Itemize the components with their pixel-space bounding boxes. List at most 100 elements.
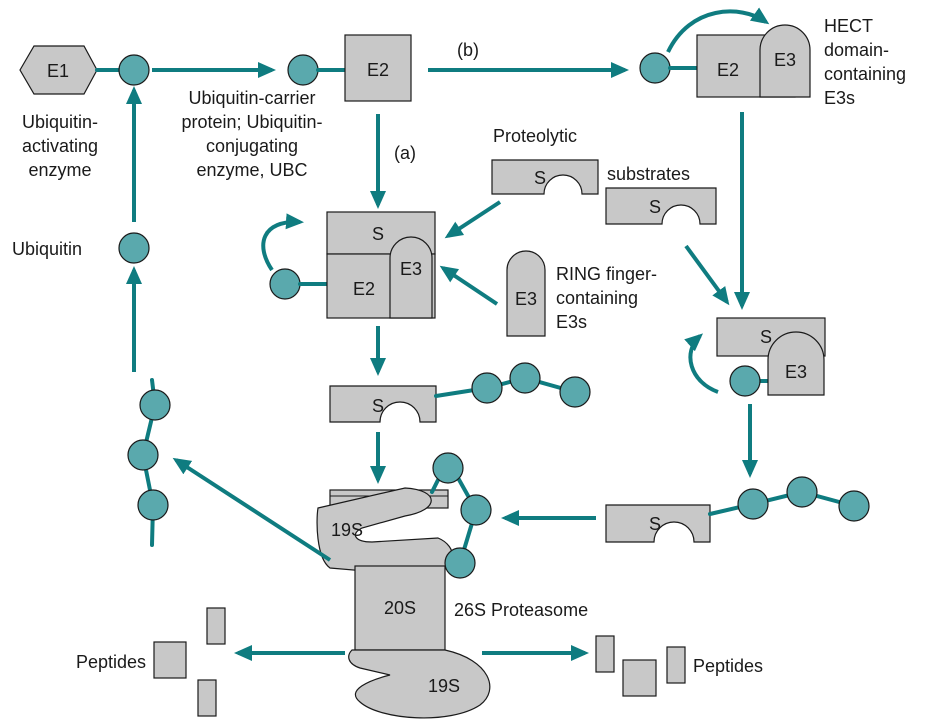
e2-desc-line1: Ubiquitin-carrier: [188, 88, 315, 108]
substrate-2: S: [605, 187, 717, 225]
peptides-right: Peptides: [595, 635, 763, 697]
hect-complex: S E3: [716, 317, 826, 397]
ring-complex-e3-label: E3: [400, 259, 422, 279]
e2-desc-line2: protein; Ubiquitin-: [181, 112, 322, 132]
ring-complex-e3: [389, 236, 433, 319]
proteasome-26s: 19S 20S 19S: [316, 452, 492, 719]
substrate-1-shape: [491, 159, 599, 195]
ring-transfer-arrow: [261, 213, 304, 272]
hect-desc-line3: containing: [824, 64, 906, 84]
e1-desc-line3: enzyme: [28, 160, 91, 180]
path-b-label: (b): [457, 40, 479, 60]
ring-complex-ubiquitin: [269, 268, 301, 300]
proteasome-ubiquitin-1: [432, 452, 464, 484]
released-ubiquitin-1: [139, 389, 171, 421]
hect-complex-e3-label: E3: [785, 362, 807, 382]
hect-desc-line2: domain-: [824, 40, 889, 60]
ring-desc-line1: RING finger-: [556, 264, 657, 284]
polyub-substrate-right: S: [605, 476, 870, 543]
e1-desc-line1: Ubiquitin-: [22, 112, 98, 132]
hect-desc-line1: HECT: [824, 16, 873, 36]
released-ubiquitin-3: [137, 489, 169, 521]
hect-ubiquitin: [639, 52, 671, 84]
hect-e3-shape: [759, 24, 811, 98]
e2-ubiquitin: [287, 54, 319, 86]
arrow-ring-e3-to-complex: [439, 265, 499, 306]
peptide-left-1: [206, 607, 226, 645]
hect-description: HECT domain- containing E3s: [824, 16, 906, 108]
peptide-right-2: [622, 659, 657, 697]
proteasome-19s-top: [316, 487, 454, 575]
peptide-left-3: [197, 679, 217, 717]
arrow-substrate-to-ring-complex: [444, 200, 502, 239]
hect-complex-transfer-arrow: [684, 333, 719, 394]
free-ubiquitin: [118, 232, 150, 264]
proteasome-ubiquitin-2: [460, 494, 492, 526]
polyub-right-ubiquitin-1: [737, 488, 769, 520]
peptide-left-2: [153, 641, 187, 679]
e1-ubiquitin: [118, 54, 150, 86]
polyub-center-chain: [434, 375, 577, 398]
polyub-right-label: S: [649, 514, 661, 534]
peptide-right-1: [595, 635, 615, 673]
path-a-label: (a): [394, 143, 416, 163]
hect-e2-e3-complex: E2 E3: [696, 24, 811, 98]
e2-desc-line3: conjugating: [206, 136, 298, 156]
substrate-1-label: S: [534, 168, 546, 188]
polyub-substrate-center: S: [329, 362, 591, 423]
substrate-2-shape: [605, 187, 717, 225]
e1-description: Ubiquitin- activating enzyme: [22, 112, 98, 180]
e2-description: Ubiquitin-carrier protein; Ubiquitin- co…: [181, 88, 322, 180]
ring-e3-label: E3: [515, 289, 537, 309]
hect-complex-e3: [767, 331, 825, 396]
arrow-ubiquitin-release: [172, 457, 332, 562]
e2-desc-line4: enzyme, UBC: [196, 160, 307, 180]
ring-desc-line3: E3s: [556, 312, 587, 332]
hect-e2-label: E2: [717, 60, 739, 80]
polyub-center-ubiquitin-3: [559, 376, 591, 408]
polyub-right-ubiquitin-2: [786, 476, 818, 508]
proteasome-19s-top-label: 19S: [331, 520, 363, 540]
polyub-right-ubiquitin-3: [838, 490, 870, 522]
polyub-center-label: S: [372, 396, 384, 416]
proteasome-20s-label: 20S: [384, 598, 416, 618]
hect-desc-line4: E3s: [824, 88, 855, 108]
e2-enzyme: E2: [344, 34, 412, 102]
polyub-center-shape: [329, 385, 437, 423]
polyub-center-ubiquitin-2: [509, 362, 541, 394]
ring-desc-line2: containing: [556, 288, 638, 308]
e1-desc-line2: activating: [22, 136, 98, 156]
e2-label: E2: [367, 60, 389, 80]
substrate-1: S: [491, 159, 599, 195]
peptide-right-3: [666, 646, 686, 684]
polyub-right-shape: [605, 504, 711, 543]
proteolytic-label: Proteolytic: [493, 126, 577, 146]
proteasome-20s: [354, 565, 446, 651]
e1-enzyme: E1: [19, 45, 98, 95]
hect-transfer-arrow: [666, 7, 770, 53]
peptides-left-label: Peptides: [76, 652, 146, 672]
ring-e3-shape: [506, 250, 546, 337]
hect-complex-substrate-label: S: [760, 327, 772, 347]
substrate-2-label: S: [649, 197, 661, 217]
proteasome-19s-bottom: [348, 649, 491, 719]
ring-e3: E3: [506, 250, 546, 337]
proteasome-19s-bottom-label: 19S: [428, 676, 460, 696]
released-ubiquitin-2: [127, 439, 159, 471]
ring-description: RING finger- containing E3s: [556, 264, 657, 332]
e2-box: [344, 34, 412, 102]
peptides-right-label: Peptides: [693, 656, 763, 676]
ring-complex: S E2 E3: [326, 211, 436, 319]
hect-complex-ubiquitin: [729, 365, 761, 397]
substrates-label: substrates: [607, 164, 690, 184]
ubiquitin-label: Ubiquitin: [12, 239, 82, 259]
ring-complex-substrate-label: S: [372, 224, 384, 244]
polyub-right-chain: [708, 489, 856, 516]
peptides-left: Peptides: [76, 607, 226, 717]
proteasome-label: 26S Proteasome: [454, 600, 588, 620]
hect-e3-label: E3: [774, 50, 796, 70]
arrow-substrate-to-hect-complex: [684, 244, 730, 306]
proteasome-ubiquitin-3: [444, 547, 476, 579]
ring-complex-e2-label: E2: [353, 279, 375, 299]
